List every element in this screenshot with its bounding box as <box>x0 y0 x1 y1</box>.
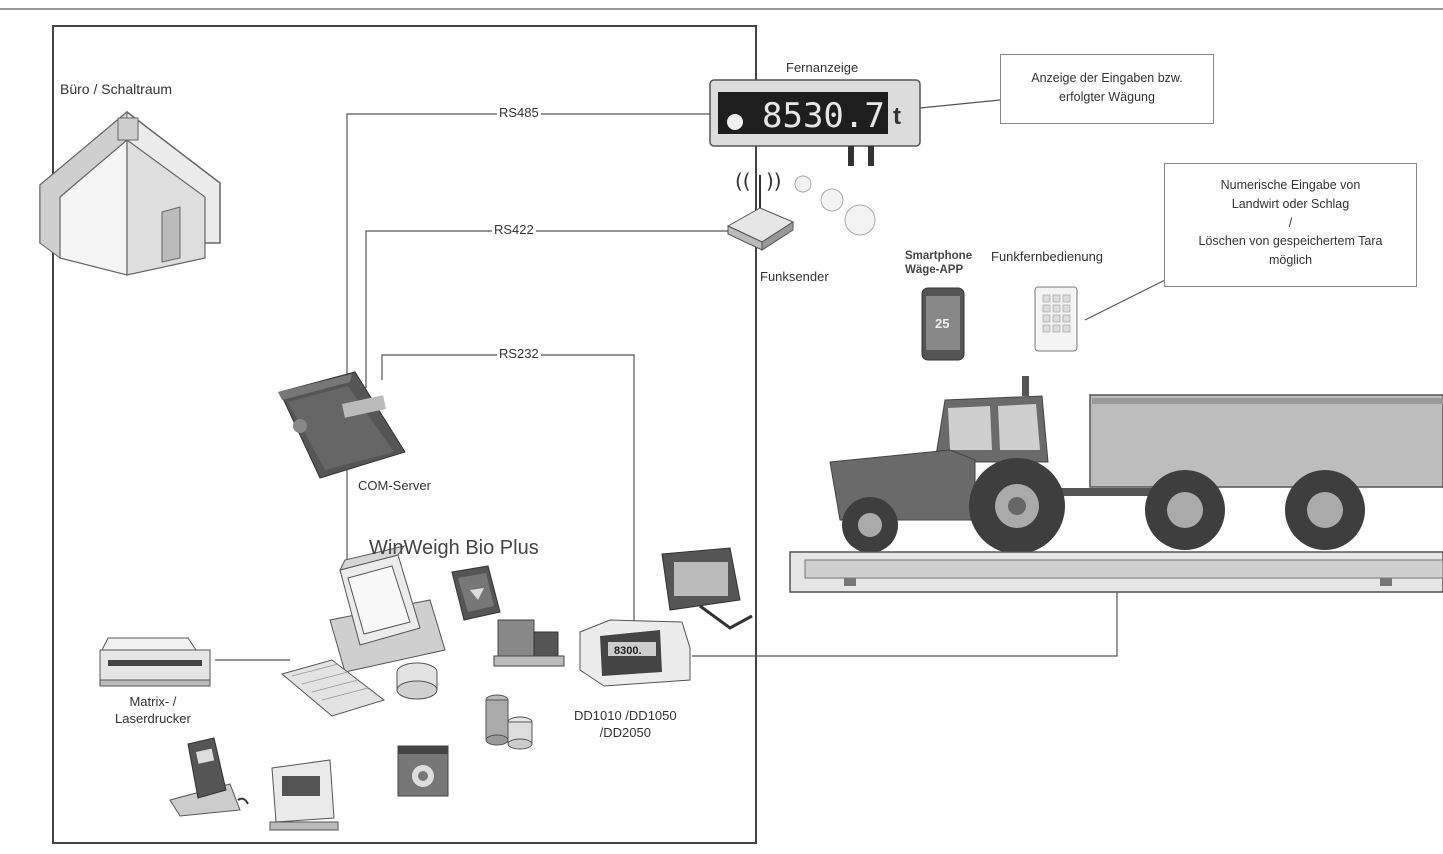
display-digits: 8530.7 <box>762 96 885 136</box>
remote-control-icon <box>1034 286 1078 352</box>
handheld-terminal-icon <box>169 737 249 817</box>
computer-icon <box>280 545 446 717</box>
display-callout: Anzeige der Eingaben bzw. erfolgter Wägu… <box>1000 54 1214 124</box>
remote-display-label: Fernanzeige <box>786 60 859 75</box>
svg-text:((: (( <box>735 169 751 193</box>
rs422-label: RS422 <box>492 222 536 237</box>
svg-text:25: 25 <box>935 316 949 331</box>
input-callout: Numerische Eingabe von Landwirt oder Sch… <box>1164 163 1417 287</box>
scale-line <box>692 592 1118 657</box>
svg-text:t: t <box>893 103 901 130</box>
printer-label: Matrix- / Laserdrucker <box>115 694 191 726</box>
house-icon <box>39 110 221 276</box>
indicator-models-label: DD1010 /DD1050 /DD2050 <box>574 708 677 740</box>
rs422-line <box>365 230 732 388</box>
rs485-line <box>346 113 712 445</box>
tractor-trailer-icon <box>829 376 1443 554</box>
settings-window-icon <box>397 745 449 797</box>
radio-transmitter-label: Funksender <box>760 269 829 284</box>
remote-control-label: Funkfernbedienung <box>991 249 1104 264</box>
office-frame <box>52 25 757 844</box>
svg-text:)): )) <box>766 169 782 193</box>
truck-icon <box>493 619 565 667</box>
software-title: WinWeigh Bio Plus <box>369 537 539 559</box>
smartphone-label: Smartphone Wäge-APP <box>905 250 973 277</box>
smartphone-icon: 25 <box>921 287 965 361</box>
com-server-label: COM-Server <box>358 478 431 493</box>
software-icons <box>397 565 565 797</box>
weighing-indicator-icon: 8300. <box>579 619 691 687</box>
com-server-icon <box>278 371 406 479</box>
remote-display-icon: 8530.7 t <box>709 79 921 166</box>
input-callout-line <box>1084 279 1166 321</box>
coins-icon <box>485 694 533 750</box>
radio-transmitter-icon: (( )) <box>726 169 876 251</box>
rs232-label: RS232 <box>497 346 541 361</box>
book-icon <box>451 565 501 621</box>
weighbridge-icon <box>789 551 1443 593</box>
svg-text:8300.: 8300. <box>614 645 642 657</box>
office-label: Büro / Schaltraum <box>60 81 173 97</box>
printer-icon <box>99 637 211 687</box>
rs485-label: RS485 <box>497 105 541 120</box>
stand-indicator-icon <box>661 547 753 630</box>
terminal-indicator-icon <box>269 759 339 831</box>
